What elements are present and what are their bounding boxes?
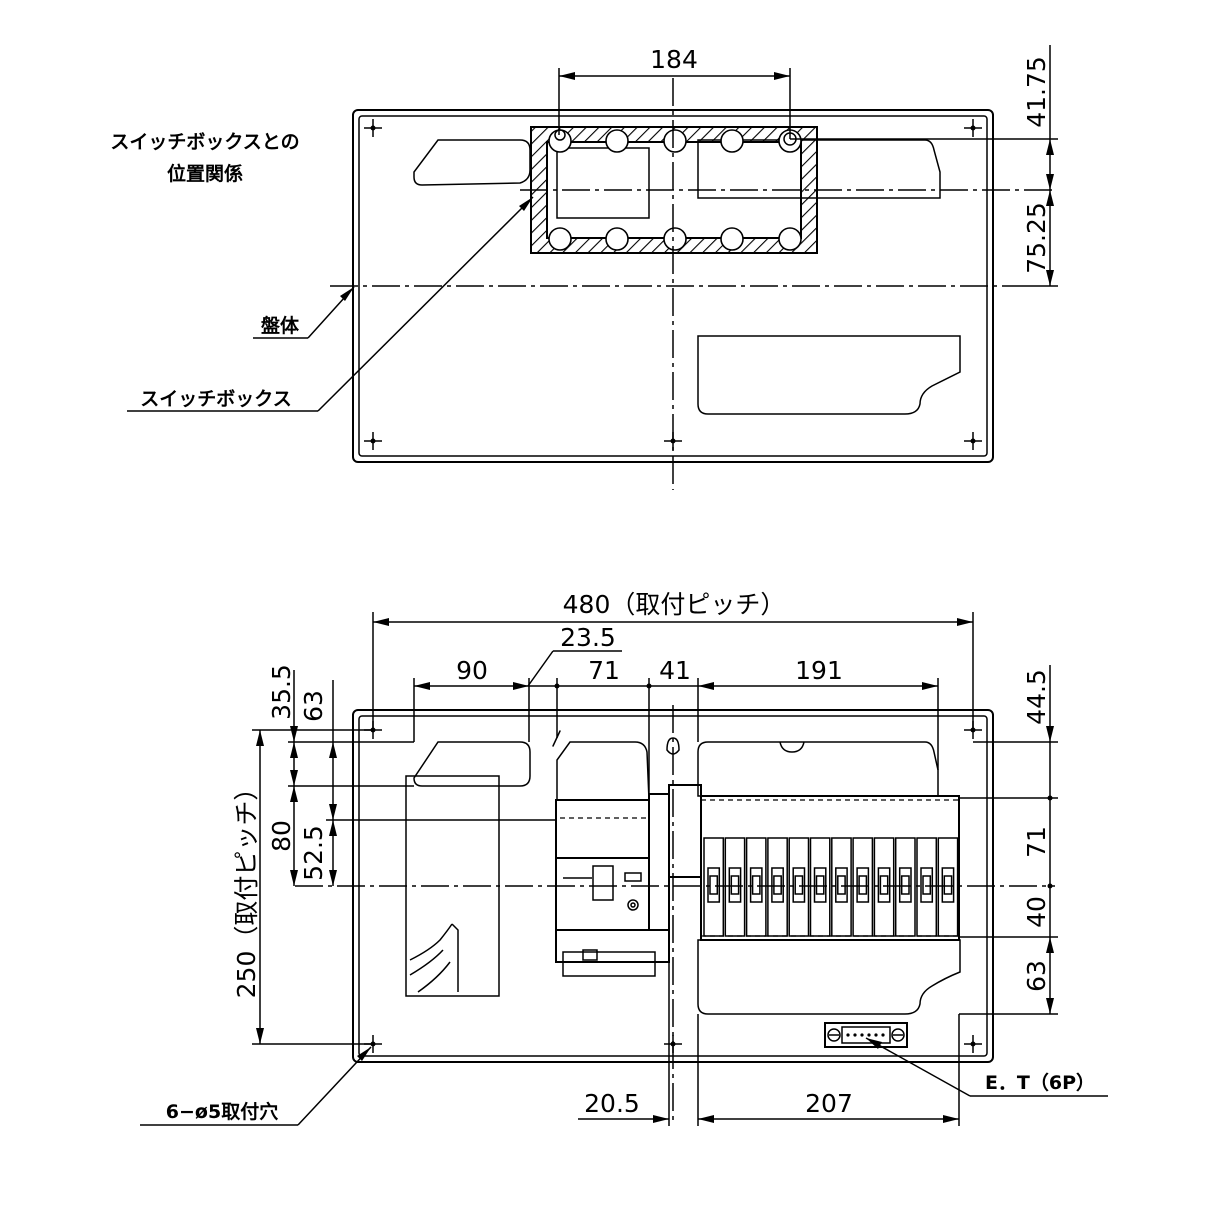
- terminal-block: [824, 1022, 908, 1048]
- cutout-lower: [697, 335, 961, 415]
- branch-breakers: [700, 795, 960, 941]
- dim-35-5-text: 35.5: [267, 664, 296, 720]
- branch-breaker: [873, 837, 895, 937]
- label-switch-box: スイッチボックス: [140, 388, 291, 410]
- dim-40-text: 40: [1022, 896, 1051, 928]
- dim-right-top: 41.75 75.25: [790, 45, 1058, 287]
- branch-breaker: [831, 837, 852, 937]
- dim-191-text: 191: [795, 656, 843, 685]
- dim-71-top-text: 71: [588, 656, 620, 685]
- branch-breaker: [852, 837, 874, 937]
- switch-box-holes: [548, 129, 802, 251]
- dim-23-5: 23.5: [527, 623, 622, 687]
- title-position-line1: スイッチボックスとの: [110, 131, 299, 153]
- branch-breaker: [724, 837, 746, 937]
- dim-80-text: 80: [267, 820, 296, 852]
- dim-20-5-text: 20.5: [584, 1089, 640, 1118]
- label-earth-terminal: E．T（6P）: [985, 1071, 1095, 1094]
- dims-left: 250（取付ピッチ） 35.5 63 80 52.5: [232, 664, 557, 1045]
- dim-63-left-text: 63: [299, 690, 328, 722]
- dim-41-75-text: 41.75: [1022, 56, 1051, 128]
- leader-mount-holes: 6−ø5取付穴: [140, 1046, 372, 1126]
- dim-184: 184: [558, 45, 791, 139]
- dim-41-text: 41: [659, 656, 691, 685]
- dim-63-right-text: 63: [1022, 960, 1051, 992]
- dim-250-text: 250（取付ピッチ）: [232, 776, 261, 999]
- cutout-left: [413, 139, 531, 186]
- front-cutout-lower: [697, 939, 961, 1015]
- leader-terminal: E．T（6P）: [865, 1037, 1108, 1097]
- main-breaker: [555, 784, 702, 977]
- dim-90-text: 90: [456, 656, 488, 685]
- front-cutout-right: [697, 741, 939, 797]
- branch-breaker: [767, 837, 788, 937]
- front-cutout-left: [413, 741, 531, 787]
- branch-breaker: [745, 837, 767, 937]
- dim-480: 480（取付ピッチ）: [372, 590, 974, 730]
- breaker-window: [556, 147, 650, 219]
- front-view: 480（取付ピッチ） 23.5 90 71 41: [140, 590, 1108, 1126]
- top-view: 184 41.75 75.25 スイッチボックスとの 位置関係 盤体: [110, 45, 1058, 490]
- dim-207-text: 207: [805, 1089, 853, 1118]
- dims-right: 44.5 71 40 63: [959, 665, 1058, 1015]
- branch-breaker: [916, 837, 938, 937]
- dim-23-5-text: 23.5: [560, 623, 616, 652]
- dim-44-5-text: 44.5: [1022, 669, 1051, 725]
- leader-switchbox: スイッチボックス: [127, 196, 534, 412]
- dim-75-25-text: 75.25: [1022, 202, 1051, 274]
- cutout-right: [697, 139, 941, 199]
- dims-top-row: 90 71 41 191: [413, 656, 939, 794]
- dim-184-text: 184: [650, 45, 698, 74]
- dims-bottom: 20.5 207: [578, 962, 960, 1126]
- front-cutout-center: [556, 741, 650, 801]
- branch-breaker: [937, 837, 959, 937]
- branch-breaker: [703, 837, 725, 937]
- branch-breaker: [788, 837, 810, 937]
- label-panel-body: 盤体: [261, 314, 300, 337]
- dim-480-text: 480（取付ピッチ）: [563, 590, 786, 619]
- dim-52-5-text: 52.5: [299, 825, 328, 881]
- leader-panel: 盤体: [253, 286, 355, 339]
- branch-breaker: [894, 837, 916, 937]
- title-position-line2: 位置関係: [167, 162, 243, 185]
- dim-71-right-text: 71: [1022, 826, 1051, 858]
- branch-breaker: [809, 837, 831, 937]
- label-mount-holes: 6−ø5取付穴: [166, 1100, 278, 1123]
